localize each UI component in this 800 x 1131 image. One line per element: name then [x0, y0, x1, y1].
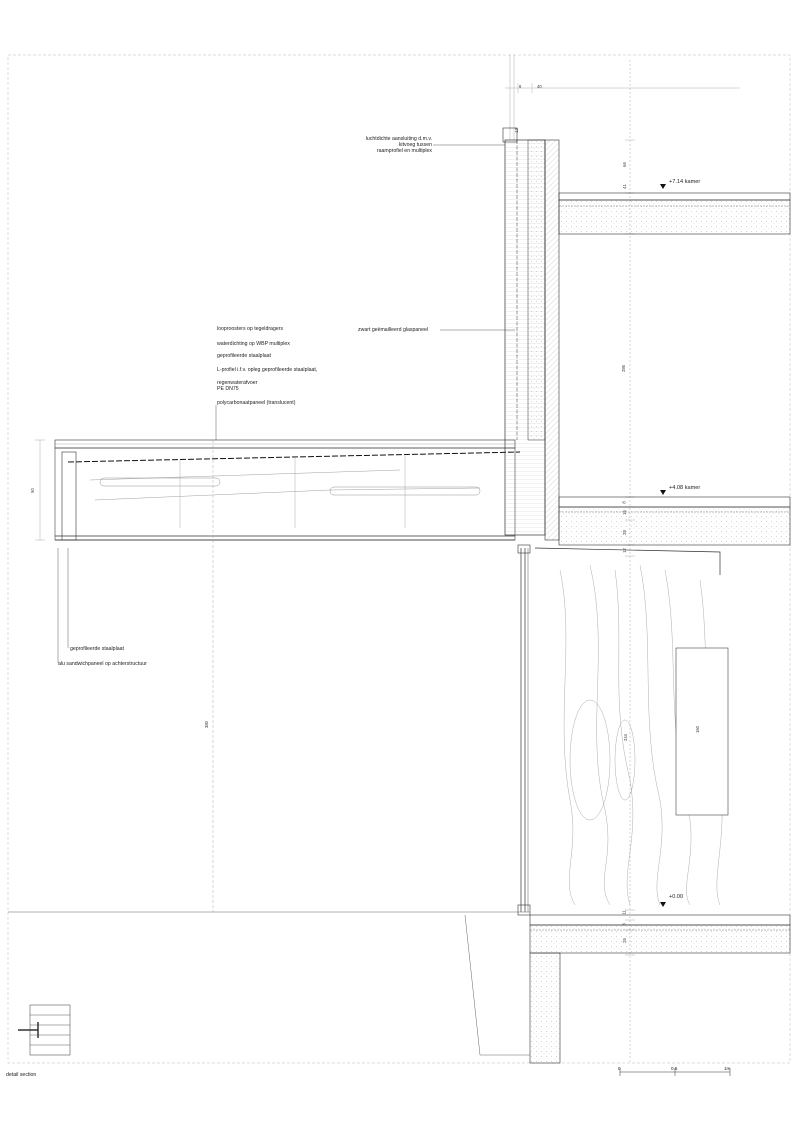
annotation-alu-sandwich: alu sandwichpaneel op achterstructuur	[58, 661, 147, 667]
top-dimension-lines	[505, 55, 740, 140]
annotation-waterproofing: waterdichting op WBP multiplex	[217, 341, 290, 347]
dim-right-7: 12	[621, 548, 627, 553]
dim-right-5: 16	[621, 510, 627, 515]
annotation-glass-panel: zwart geëmailleerd glaspaneel	[358, 327, 429, 333]
annotation-l-profile: L-profiel i.f.v. opleg geprofileerde sta…	[217, 367, 318, 373]
annotation-airtight-3: raamprofiel en multiplex	[376, 148, 432, 154]
cabinet	[675, 647, 729, 816]
dim-right-6: 28	[621, 530, 627, 535]
level-label-middle: +4.08 kamer	[669, 485, 701, 491]
canopy	[54, 439, 521, 912]
scale-label-1m: 1m	[724, 1066, 731, 1071]
drawing-caption: detail section	[6, 1072, 37, 1078]
sheet-border	[7, 54, 791, 1064]
scale-bar	[619, 1068, 731, 1076]
floor-slab-middle	[558, 496, 791, 546]
level-label-ground: +0.00	[669, 894, 684, 900]
dim-center-height: 380	[204, 721, 209, 728]
level-marker-icon	[660, 902, 666, 907]
leader-lines	[57, 144, 515, 663]
wood-grain-door	[559, 564, 723, 906]
annotation-airtight-1: luchtdichte aansluiting d.m.v.	[365, 136, 432, 142]
scale-label-0: 0	[618, 1066, 621, 1071]
dim-top-a: 6	[519, 84, 522, 89]
level-label-upper: +7.14 kamer	[669, 179, 701, 185]
sloped-ceiling	[534, 547, 721, 575]
dim-left-canopy: 50	[29, 488, 35, 493]
dim-top-b: 40	[537, 84, 542, 89]
section-symbol	[18, 1004, 71, 1056]
annotation-airtight-2: kitvoeg tussen	[398, 142, 432, 148]
exterior-ground	[8, 911, 530, 1056]
dim-top-small: 12	[513, 128, 519, 133]
dim-door-height: 244	[623, 734, 628, 741]
level-marker-icon	[660, 490, 666, 495]
annotation-polycarbonate: polycarbonaatpaneel (translucent)	[217, 400, 296, 406]
annotation-steel-deck: geprofileerde staalplaat	[217, 353, 271, 359]
annotation-bottom-steel: geprofileerde staalplaat	[70, 646, 124, 652]
dim-right-10: 8	[621, 923, 627, 926]
dim-right-9: 11	[621, 910, 627, 915]
floor-slab-upper	[558, 192, 791, 235]
dim-right-1: 66	[621, 162, 627, 167]
facade-wall	[502, 127, 560, 541]
glazing	[517, 544, 531, 916]
dim-right-2: 41	[621, 184, 627, 189]
dim-right-3: 286	[621, 365, 626, 372]
dim-right-4: 8	[621, 501, 627, 504]
annotation-rainwater: regenwaterafvoer	[217, 380, 258, 386]
level-marker-icon	[660, 184, 666, 189]
annotation-pe-dn75: PE DN75	[217, 386, 239, 392]
left-dimension	[35, 439, 45, 541]
floor-slab-bottom	[529, 914, 791, 1064]
annotation-grating: looproosters op tegeldragers	[217, 326, 284, 332]
scale-label-half: 0.5	[671, 1066, 678, 1071]
dim-cabinet: 160	[695, 726, 700, 733]
dim-right-11: 26	[621, 938, 627, 943]
